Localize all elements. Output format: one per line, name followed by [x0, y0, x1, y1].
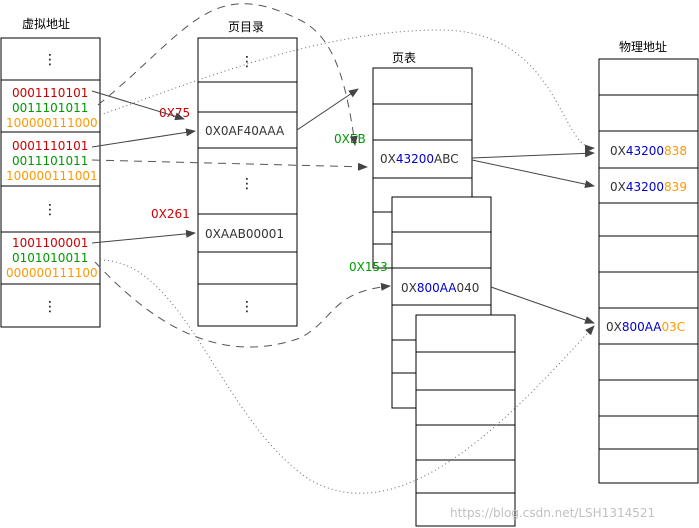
virtual-addr3-dir-bits: 1001100001 — [12, 236, 88, 250]
page-table-index-2: 0X153 — [349, 260, 388, 274]
pte2-flags: 040 — [457, 281, 480, 295]
dashed-addr3-to-page-table-2-index — [94, 261, 391, 348]
page-table-entry-2: 0X800AA040 — [401, 281, 479, 295]
arrow-addr3-to-dir-entry2 — [91, 229, 196, 244]
phys1-prefix: 0X — [610, 144, 626, 158]
virtual-addr1-table-bits: 0011101011 — [12, 101, 88, 115]
virtual-address-title: 虚拟地址 — [22, 17, 70, 31]
virtual-addr1-offset-bits: 100000111000 — [6, 116, 98, 130]
phys1-frame: 43200 — [626, 144, 664, 158]
virtual-address-column: ⋮ ⋮ ⋮ 0001110101 0011101011 100000111000… — [0, 37, 101, 328]
dashed-addr2-to-page-table-index — [91, 159, 368, 171]
phys1-offset: 838 — [664, 144, 687, 158]
dashed-addr1-to-page-table-index — [97, 3, 358, 146]
page-table-title: 页表 — [392, 51, 416, 65]
virtual-addr3-offset-bits: 000000111100 — [6, 266, 98, 280]
physical-row-3: 0X800AA03C — [606, 320, 685, 334]
phys3-offset: 03C — [662, 320, 686, 334]
virtual-ellipsis-bottom: ⋮ — [43, 299, 57, 315]
virtual-ellipsis-middle: ⋮ — [43, 202, 57, 218]
dotted-offset1-to-phys-838 — [99, 29, 595, 153]
page-dir-index-2: 0X261 — [151, 207, 190, 221]
watermark-text: https://blog.csdn.net/LSH1314521 — [450, 506, 655, 520]
page-table-3 — [415, 314, 516, 527]
pte1-frame: 43200 — [396, 152, 434, 166]
arrow-pte2-to-phys-03c — [490, 286, 595, 324]
phys2-prefix: 0X — [610, 180, 626, 194]
page-dir-entry-2: 0XAAB00001 — [205, 227, 284, 241]
pte2-prefix: 0X — [401, 281, 417, 295]
page-dir-ellipsis-middle: ⋮ — [240, 176, 254, 192]
virtual-addr2-table-bits: 0011101011 — [12, 154, 88, 168]
virtual-addr3-table-bits: 0101010011 — [12, 251, 88, 265]
physical-address-title: 物理地址 — [619, 40, 667, 54]
dotted-offset3-to-phys-03c — [99, 259, 595, 494]
pte2-frame: 800AA — [417, 281, 457, 295]
phys3-prefix: 0X — [606, 320, 622, 334]
physical-memory-column: 0X43200838 0X43200839 0X800AA03C — [598, 58, 699, 484]
page-dir-ellipsis-top: ⋮ — [240, 54, 254, 70]
pte1-prefix: 0X — [380, 152, 396, 166]
arrow-pte1-to-phys-839 — [471, 159, 595, 189]
physical-row-1: 0X43200838 — [610, 144, 687, 158]
phys2-frame: 43200 — [626, 180, 664, 194]
page-directory-column: ⋮ ⋮ ⋮ 0X0AF40AAA 0XAAB00001 — [197, 37, 298, 327]
page-dir-entry-1: 0X0AF40AAA — [205, 124, 285, 138]
virtual-addr1-dir-bits: 0001110101 — [12, 86, 88, 100]
phys2-offset: 839 — [664, 180, 687, 194]
virtual-ellipsis-top: ⋮ — [43, 52, 57, 68]
arrow-pte1-to-phys-838 — [471, 149, 595, 159]
physical-row-2: 0X43200839 — [610, 180, 687, 194]
page-directory-title: 页目录 — [228, 20, 264, 34]
pte1-flags: ABC — [434, 152, 459, 166]
arrow-addr2-to-dir-entry1 — [91, 128, 196, 148]
page-table-index-1: 0XEB — [334, 132, 366, 146]
phys3-frame: 800AA — [622, 320, 662, 334]
virtual-addr2-offset-bits: 100000111001 — [6, 169, 98, 183]
arrow-dir-entry1-to-page-table — [296, 88, 359, 131]
page-table-entry-1: 0X43200ABC — [380, 152, 459, 166]
page-dir-ellipsis-bottom: ⋮ — [240, 299, 254, 315]
virtual-addr2-dir-bits: 0001110101 — [12, 139, 88, 153]
arrow-addr1-to-dir-index — [91, 90, 185, 121]
